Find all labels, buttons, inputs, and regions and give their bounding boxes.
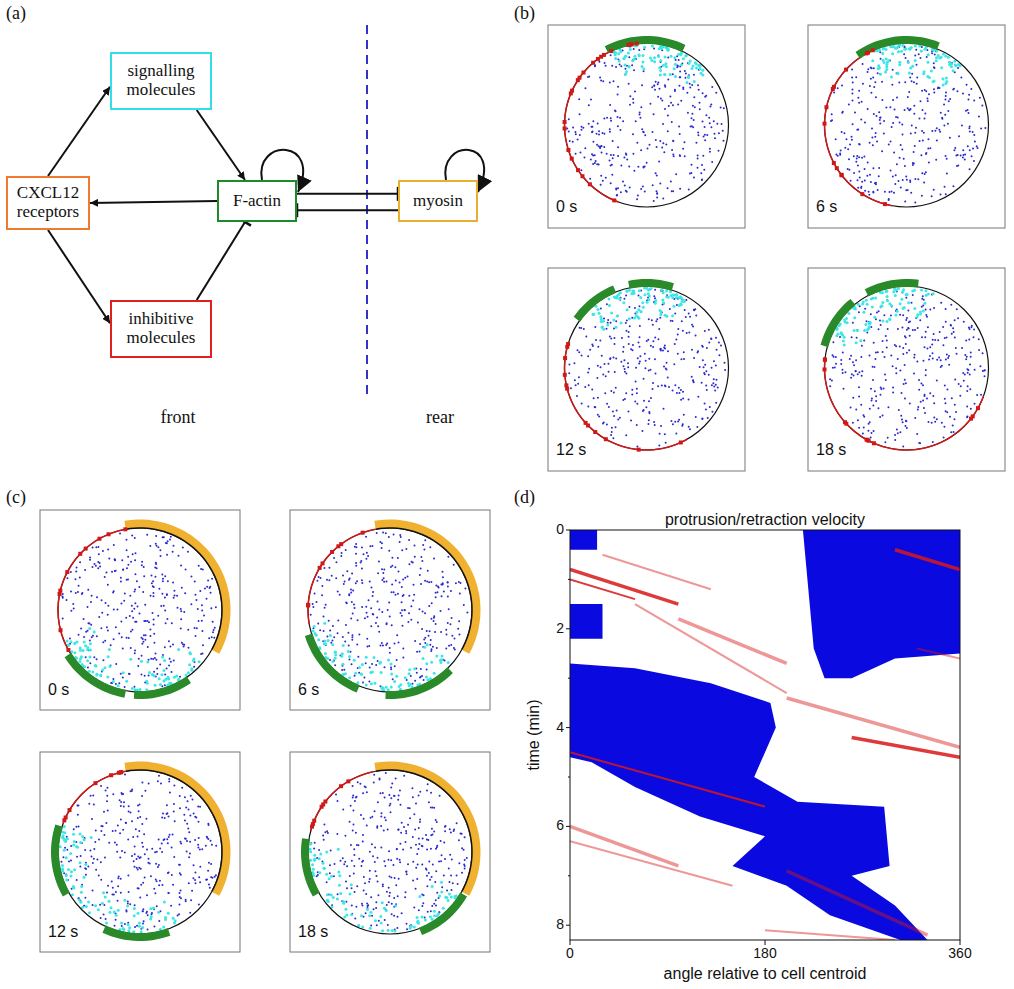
inhibition-connector	[297, 193, 398, 195]
cell-simulation	[290, 752, 490, 952]
figure-label: protrusion/retraction velocity	[665, 511, 865, 529]
node-label: F-actin	[233, 192, 281, 211]
tick-label: 0	[556, 522, 564, 537]
arrow-connector	[48, 87, 110, 176]
figure-label: 6 s	[298, 681, 319, 699]
plot-frame	[570, 530, 960, 940]
tick-label: 8	[556, 917, 564, 932]
figure-label: 6 s	[816, 198, 837, 216]
cell-simulation	[808, 25, 1005, 228]
kymograph	[570, 530, 960, 940]
inhibition-connector	[197, 222, 245, 300]
front-rear-divider	[366, 25, 368, 400]
figure-label: 18 s	[298, 923, 328, 941]
figure-label: angle relative to cell centroid	[664, 965, 867, 983]
node-label: CXCL12 receptors	[14, 184, 82, 221]
figure-label: (d)	[514, 488, 535, 508]
arrow-connector	[48, 230, 110, 323]
tick-label: 180	[753, 946, 776, 961]
tick-label: 6	[556, 819, 564, 834]
cell-simulation	[548, 25, 745, 228]
arrow-connector	[197, 110, 245, 180]
cell-simulation	[548, 268, 745, 471]
figure-label: 18 s	[816, 441, 846, 459]
figure-label: 0 s	[556, 198, 577, 216]
figure-label: (a)	[6, 4, 26, 24]
tick-label: 4	[556, 720, 564, 735]
process-box: F-actin	[217, 180, 297, 222]
figure-label: (b)	[514, 4, 535, 24]
tick-label: 0	[566, 946, 574, 961]
figure-label: (c)	[6, 488, 26, 508]
figure-label: front	[161, 408, 196, 428]
cell-simulation	[40, 752, 240, 952]
tick-label: 2	[556, 621, 564, 636]
figure-label: time (min)	[525, 699, 543, 770]
tick-label: 360	[948, 946, 971, 961]
node-label: myosin	[413, 192, 463, 211]
arrow-connector	[90, 201, 217, 203]
figure-label: 12 s	[48, 923, 78, 941]
node-label: signalling molecules	[118, 62, 204, 99]
cell-simulation	[808, 268, 1005, 471]
node-label: inhibitive molecules	[118, 310, 204, 347]
process-box: myosin	[398, 180, 478, 222]
process-box: signalling molecules	[110, 52, 212, 110]
inhibition-connector	[297, 209, 398, 211]
figure-label: 12 s	[556, 441, 586, 459]
process-box: CXCL12 receptors	[6, 176, 90, 230]
cell-simulation	[40, 510, 240, 710]
cell-simulation	[290, 510, 490, 710]
process-box: inhibitive molecules	[110, 300, 212, 358]
figure-label: rear	[426, 408, 454, 428]
figure-label: 0 s	[48, 681, 69, 699]
